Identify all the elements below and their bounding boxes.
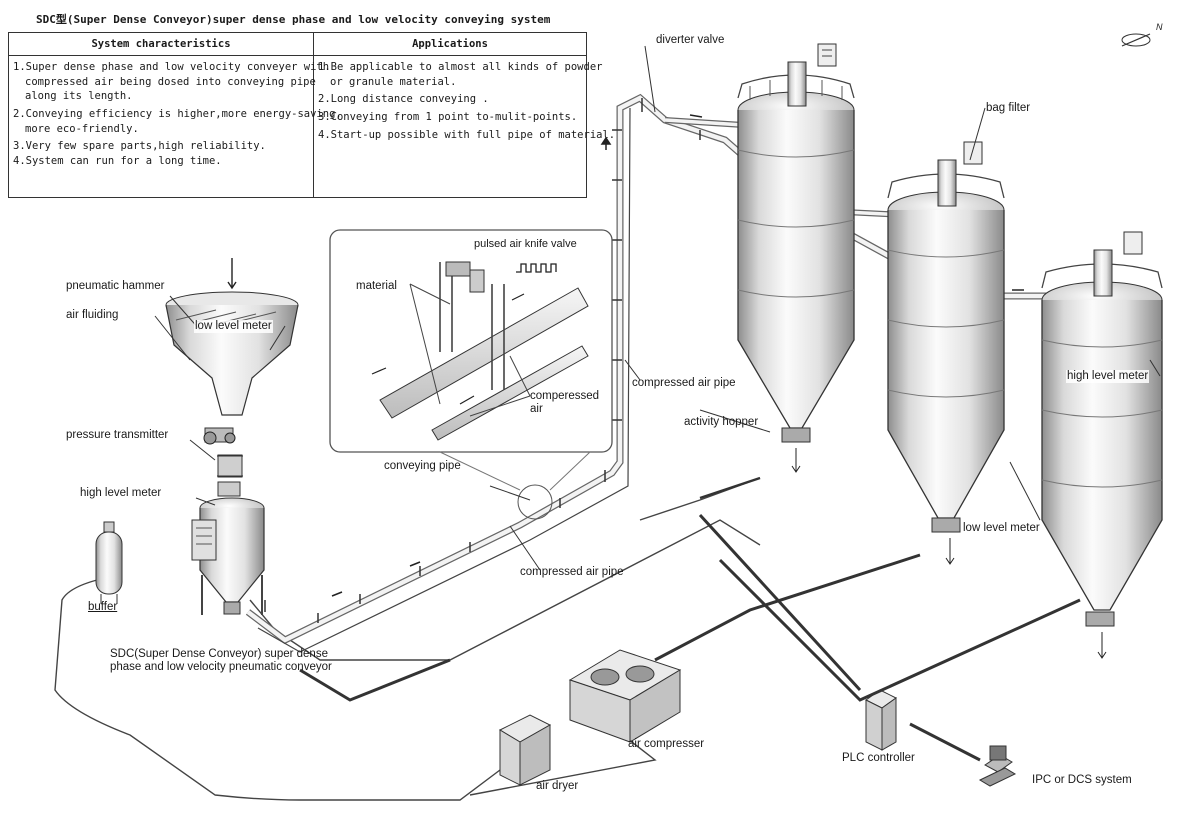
label-pressure-transmitter: pressure transmitter [66, 429, 169, 441]
plc-cabinet [865, 689, 897, 751]
compressed-air-line [54, 477, 761, 801]
label-buffer: buffer [88, 601, 118, 613]
application-line: 3.Conveying from 1 point to-mulit-points… [318, 111, 578, 124]
application-line: 1.Be applicable to almost all kinds of p… [318, 61, 603, 73]
characteristic-line: 3.Very few spare parts,high reliability. [13, 140, 266, 153]
silo-3 [1041, 231, 1163, 659]
sdc-caption: SDC(Super Dense Conveyor) super dense ph… [110, 648, 332, 674]
feed-hopper [165, 258, 299, 478]
compass-north-label: N [1156, 22, 1163, 32]
sdc-caption-line: phase and low velocity pneumatic conveyo… [110, 661, 332, 674]
label-air-fluiding: air fluiding [66, 309, 119, 321]
buffer-tank [95, 521, 123, 604]
table-header-applications: Applications [313, 32, 587, 56]
sdc-pressure-vessel [191, 481, 265, 615]
application-line: or granule material. [330, 75, 457, 88]
label-activity-hopper: activity hopper [684, 416, 759, 428]
label-conveying-pipe: conveying pipe [384, 460, 461, 472]
sdc-caption-line: SDC(Super Dense Conveyor) super dense [110, 648, 328, 660]
label-plc-controller: PLC controller [842, 752, 915, 764]
compressed-air-inset-line: comperessed [530, 390, 600, 402]
application-line: 4.Start-up possible with full pipe of ma… [318, 128, 616, 141]
pipe-brackets [264, 98, 701, 623]
characteristic-line: compressed air being dosed into conveyin… [25, 75, 316, 88]
ipc-workstation [978, 745, 1017, 787]
silo-1 [737, 43, 855, 473]
label-air-dryer: air dryer [536, 780, 579, 792]
label-pulsed-air-knife-valve: pulsed air knife valve [474, 238, 577, 250]
label-low-level-meter-feed: low level meter [194, 320, 273, 334]
air-dryer [498, 714, 552, 786]
label-low-level-meter-silo: low level meter [962, 522, 1041, 536]
label-diverter-valve: diverter valve [656, 34, 725, 46]
spec-table: System characteristics Applications 1.Su… [8, 32, 616, 198]
signal-lines [299, 476, 1081, 762]
applications-cell: 1.Be applicable to almost all kinds of p… [313, 55, 616, 198]
label-pneumatic-hammer: pneumatic hammer [66, 280, 165, 292]
label-bag-filter: bag filter [986, 102, 1031, 114]
characteristics-cell: 1.Super dense phase and low velocity con… [8, 55, 342, 198]
label-compressed-air-pipe-upper: compressed air pipe [632, 377, 736, 389]
label-high-level-meter-vessel: high level meter [80, 487, 162, 499]
characteristic-line: more eco-friendly. [25, 122, 139, 135]
compass-icon [1121, 33, 1151, 47]
characteristic-line: 4.System can run for a long time. [13, 155, 222, 168]
pipe-detail-inset [329, 229, 613, 520]
label-high-level-meter-silo: high level meter [1066, 370, 1150, 384]
characteristic-line: 2.Conveying efficiency is higher,more en… [13, 108, 342, 121]
label-ipc-dcs: IPC or DCS system [1032, 774, 1132, 786]
label-compressed-air-pipe-lower: compressed air pipe [520, 566, 624, 578]
characteristic-line: along its length. [25, 90, 133, 103]
air-compressor [568, 649, 682, 743]
application-line: 2.Long distance conveying . [318, 93, 489, 106]
silo-2 [887, 141, 1005, 565]
label-compressed-air-inset: comperessed air [530, 390, 599, 416]
leader-lines [154, 45, 1161, 571]
diagram-title: SDC型(Super Dense Conveyor)super dense ph… [36, 13, 551, 26]
label-air-compresser: air compresser [628, 738, 705, 750]
characteristic-line: 1.Super dense phase and low velocity con… [13, 61, 330, 73]
compressed-air-inset-line: air [530, 403, 543, 416]
label-material: material [356, 280, 397, 292]
table-header-characteristics: System characteristics [8, 32, 314, 56]
